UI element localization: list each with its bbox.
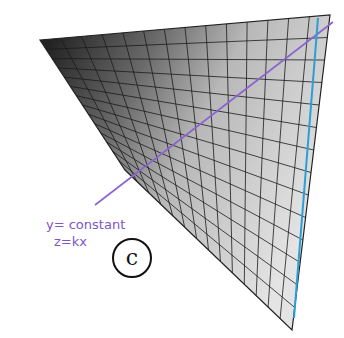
grid-line xyxy=(206,26,221,262)
purple-line xyxy=(95,22,333,205)
grid-line xyxy=(113,151,298,285)
grid-line xyxy=(101,133,303,240)
grid-line xyxy=(185,28,209,251)
grid-lines xyxy=(46,17,327,319)
grid-line xyxy=(280,17,309,319)
grid-line xyxy=(95,124,306,218)
grid-line xyxy=(119,161,295,308)
handwritten-note: y= constant xyxy=(46,217,125,232)
blue-line xyxy=(294,18,318,318)
grid-line xyxy=(244,22,247,284)
surface-outline xyxy=(40,15,330,330)
node-text: c xyxy=(126,247,138,269)
grid-line xyxy=(256,20,268,295)
circled-letter: c xyxy=(112,238,152,278)
handwritten-note: z=kx xyxy=(54,234,87,249)
